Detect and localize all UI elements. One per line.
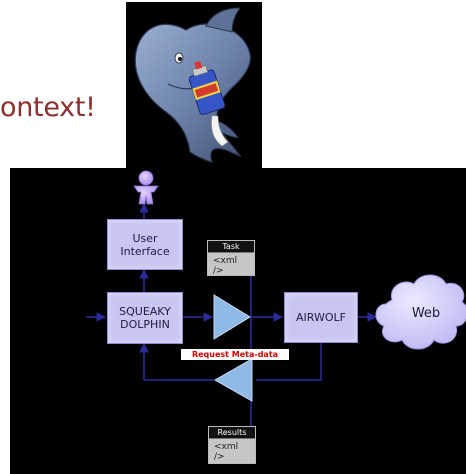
forward-triangle-icon bbox=[213, 294, 251, 340]
backward-triangle-icon bbox=[213, 358, 253, 402]
user-person-icon bbox=[133, 170, 159, 205]
airwolf-box: AIRWOLF bbox=[284, 292, 358, 343]
task-card-header: Task bbox=[208, 241, 254, 253]
web-label: Web bbox=[411, 306, 441, 321]
results-card: Results <xml /> bbox=[208, 426, 256, 464]
airwolf-label: AIRWOLF bbox=[296, 311, 346, 324]
user-interface-label-1: User bbox=[132, 231, 158, 245]
squeaky-dolphin-label-1: SQUEAKY bbox=[119, 305, 171, 318]
headline-text: ontext! bbox=[0, 92, 96, 123]
task-card-line-2: /> bbox=[213, 266, 224, 276]
task-card: Task <xml /> bbox=[207, 240, 255, 276]
user-interface-box: User Interface bbox=[107, 219, 183, 270]
squeaky-dolphin-box: SQUEAKY DOLPHIN bbox=[107, 292, 183, 344]
results-card-line-2: /> bbox=[214, 452, 225, 462]
results-card-line-1: <xml bbox=[214, 442, 239, 452]
task-card-line-1: <xml bbox=[213, 256, 238, 266]
results-card-body: <xml /> bbox=[209, 439, 255, 463]
user-interface-label-2: Interface bbox=[120, 244, 170, 258]
cloud-icon bbox=[375, 274, 466, 350]
request-metadata-label: Request Meta-data bbox=[181, 349, 289, 360]
squeaky-dolphin-label-2: DOLPHIN bbox=[120, 318, 170, 331]
task-card-body: <xml /> bbox=[208, 253, 254, 276]
results-card-header: Results bbox=[209, 427, 255, 439]
line-return-from-airwolf bbox=[256, 341, 322, 381]
